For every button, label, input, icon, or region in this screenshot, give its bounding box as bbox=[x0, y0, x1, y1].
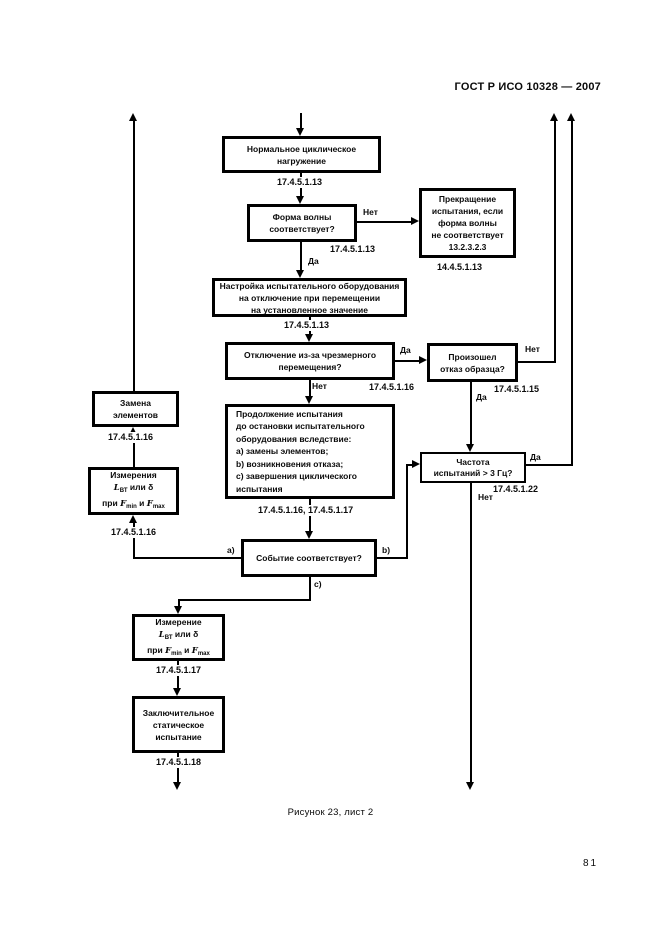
flow-line bbox=[554, 121, 556, 363]
label-c: c) bbox=[313, 579, 323, 589]
arrowhead-right-icon bbox=[411, 217, 419, 225]
flow-line bbox=[133, 121, 135, 391]
flow-line bbox=[177, 753, 179, 783]
arrowhead-down-icon bbox=[466, 444, 474, 452]
flow-line bbox=[309, 380, 311, 397]
arrowhead-down-icon bbox=[305, 531, 313, 539]
label-yes: Да bbox=[307, 256, 320, 266]
label-yes: Да bbox=[475, 392, 488, 402]
flow-line bbox=[377, 557, 408, 559]
arrowhead-up-icon bbox=[550, 113, 558, 121]
ref-after-continue: 17.4.5.1.16, 17.4.5.1.17 bbox=[257, 505, 355, 516]
ref-after-final-static: 17.4.5.1.18 bbox=[155, 757, 203, 768]
arrowhead-right-icon bbox=[419, 356, 427, 364]
label-b: b) bbox=[381, 545, 392, 555]
arrowhead-up-icon bbox=[567, 113, 575, 121]
arrowhead-down-icon bbox=[296, 128, 304, 136]
figure-caption: Рисунок 23, лист 2 bbox=[287, 807, 374, 818]
arrowhead-right-icon bbox=[412, 460, 420, 468]
arrowhead-down-icon bbox=[296, 270, 304, 278]
flow-line bbox=[133, 557, 241, 559]
arrowhead-down-icon bbox=[296, 196, 304, 204]
flow-line bbox=[357, 221, 411, 223]
arrowhead-up-icon bbox=[129, 113, 137, 121]
flow-line bbox=[518, 361, 556, 363]
flow-line bbox=[309, 577, 311, 601]
arrowhead-down-icon bbox=[173, 782, 181, 790]
arrowhead-down-icon bbox=[174, 606, 182, 614]
flow-line bbox=[300, 113, 302, 130]
ref-before-measure-left: 17.4.5.1.16 bbox=[110, 527, 158, 538]
ref-specimen-failure: 17.4.5.1.15 bbox=[494, 384, 540, 394]
flow-line bbox=[406, 464, 412, 466]
arrowhead-down-icon bbox=[466, 782, 474, 790]
ref-after-waveform: 17.4.5.1.13 bbox=[330, 244, 376, 254]
page-number: 81 bbox=[583, 858, 599, 869]
label-no: Нет bbox=[311, 381, 328, 391]
label-yes: Да bbox=[529, 452, 542, 462]
ref-frequency: 17.4.5.1.22 bbox=[493, 484, 539, 494]
label-no: Нет bbox=[524, 344, 541, 354]
flow-line bbox=[133, 523, 135, 559]
label-no: Нет bbox=[362, 207, 379, 217]
label-no: Нет bbox=[477, 492, 494, 502]
document-header: ГОСТ Р ИСО 10328 — 2007 bbox=[454, 81, 601, 93]
flow-line bbox=[470, 483, 472, 782]
arrowhead-down-icon bbox=[173, 688, 181, 696]
ref-after-setup: 17.4.5.1.13 bbox=[283, 320, 331, 331]
flow-line bbox=[470, 382, 472, 445]
flow-line bbox=[133, 435, 135, 467]
flow-line bbox=[178, 599, 180, 608]
ref-after-measure-bottom: 17.4.5.1.17 bbox=[155, 665, 203, 676]
flow-line bbox=[526, 464, 573, 466]
flow-line bbox=[395, 360, 419, 362]
ref-before-replace: 17.4.5.1.16 bbox=[107, 432, 155, 443]
label-a: a) bbox=[226, 545, 236, 555]
ref-stop-test: 14.4.5.1.13 bbox=[437, 262, 483, 272]
label-yes: Да bbox=[399, 345, 412, 355]
flow-line bbox=[406, 465, 408, 559]
arrowhead-down-icon bbox=[305, 396, 313, 404]
flow-line bbox=[571, 121, 573, 466]
flow-line bbox=[300, 242, 302, 271]
arrowhead-up-icon bbox=[129, 427, 137, 435]
arrowhead-up-icon bbox=[129, 515, 137, 523]
node-text: Событие соответствует? bbox=[256, 553, 362, 563]
arrowhead-down-icon bbox=[305, 334, 313, 342]
flow-line bbox=[178, 599, 311, 601]
ref-after-normal-loading: 17.4.5.1.13 bbox=[276, 177, 324, 188]
ref-shutdown-no: 17.4.5.1.16 bbox=[369, 382, 415, 392]
node-event-question: Событие соответствует? bbox=[241, 539, 377, 577]
